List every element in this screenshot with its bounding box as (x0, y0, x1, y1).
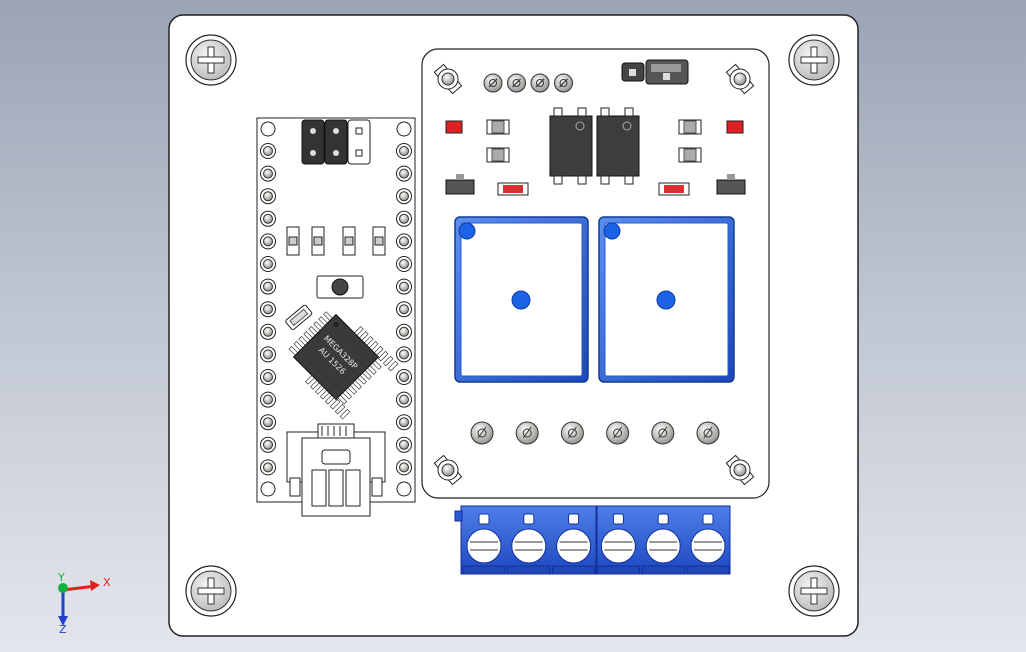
terminal-screw-icon (686, 513, 730, 575)
status-led (445, 120, 463, 134)
nano-pin (396, 459, 412, 476)
nano-pin (260, 436, 276, 453)
flyback-diode (658, 182, 690, 196)
nano-pin (396, 233, 412, 250)
solder-joint (560, 421, 584, 445)
reset-button[interactable] (316, 275, 364, 299)
phillips-screw-icon (788, 565, 840, 617)
terminal-screw-icon (552, 513, 596, 575)
nano-pin (260, 165, 276, 182)
phillips-screw-icon (788, 34, 840, 86)
standoff-screw (725, 454, 755, 486)
header-pin (507, 73, 526, 93)
y-axis-label: Y (57, 571, 65, 584)
relay-2 (598, 216, 735, 383)
nano-pin (260, 346, 276, 363)
coordinate-triad: X Y Z (57, 571, 111, 636)
solder-joint (606, 421, 630, 445)
header-pin (554, 73, 573, 93)
status-led (726, 120, 744, 134)
nano-pin (260, 233, 276, 250)
nano-pin (396, 436, 412, 453)
optocoupler (549, 107, 593, 185)
nano-pin (260, 323, 276, 340)
standoff-screw (433, 63, 463, 95)
y-axis-dot (58, 583, 68, 593)
flyback-diode (497, 182, 529, 196)
terminal-screw-icon (641, 513, 685, 575)
crystal (285, 304, 313, 330)
nano-pin (396, 323, 412, 340)
x-axis-label: X (103, 576, 111, 589)
plate-screws (185, 34, 840, 617)
optocoupler (596, 107, 640, 185)
header-pin (483, 73, 503, 93)
nano-pin (260, 188, 276, 205)
nano-pin (260, 459, 276, 476)
mount-hole (396, 481, 412, 497)
phillips-screw-icon (185, 34, 237, 86)
nano-pin (396, 391, 412, 408)
nano-pin (396, 210, 412, 227)
transistor (716, 174, 746, 195)
nano-pin (396, 346, 412, 363)
nano-pin (260, 143, 276, 159)
relay-module-board[interactable] (421, 48, 770, 499)
relay-output-joints (470, 421, 720, 445)
nano-pin (396, 278, 412, 295)
nano-pin-row-left (260, 143, 276, 476)
nano-pin (396, 256, 412, 272)
x-axis-arrow (62, 584, 97, 592)
terminal-screw-icon (462, 513, 506, 575)
nano-pin (260, 391, 276, 408)
terminal-screw-icon (596, 513, 640, 575)
header-pin (530, 73, 550, 93)
transistor (445, 174, 475, 195)
solder-joint (470, 421, 494, 445)
relay-1 (454, 216, 589, 383)
standoff-screw (433, 454, 463, 486)
nano-pin (260, 278, 276, 295)
nano-pin (396, 301, 412, 318)
mount-hole (260, 121, 276, 137)
solder-joint (515, 421, 539, 445)
solder-joint (651, 421, 675, 445)
screw-terminal-block[interactable] (454, 505, 731, 575)
nano-pin (396, 188, 412, 205)
nano-pin (260, 301, 276, 318)
solder-joint (696, 421, 720, 445)
nano-pin (396, 165, 412, 182)
nano-leds (286, 226, 386, 256)
nano-pin (396, 414, 412, 431)
nano-pin (260, 414, 276, 431)
nano-pin (396, 369, 412, 385)
input-header-pins (483, 73, 573, 93)
vcc-jumper[interactable] (621, 59, 689, 85)
nano-pin (260, 210, 276, 227)
mount-hole (260, 481, 276, 497)
terminal-screw-icon (507, 513, 551, 575)
mount-hole (396, 121, 412, 137)
smd-components (486, 119, 702, 163)
nano-pin (260, 369, 276, 385)
standoff-screw (725, 63, 755, 95)
relay-standoffs (433, 63, 755, 486)
nano-pin (396, 143, 412, 159)
mini-usb-connector (286, 423, 386, 517)
arduino-nano-board[interactable]: MEGA328P AU 1526 (256, 117, 416, 517)
phillips-screw-icon (185, 565, 237, 617)
icsp-header (301, 119, 371, 165)
microcontroller-chip: MEGA328P AU 1526 (288, 311, 399, 420)
z-axis-label: Z (59, 623, 67, 636)
nano-pin-row-right (396, 143, 412, 476)
nano-pin (260, 256, 276, 272)
